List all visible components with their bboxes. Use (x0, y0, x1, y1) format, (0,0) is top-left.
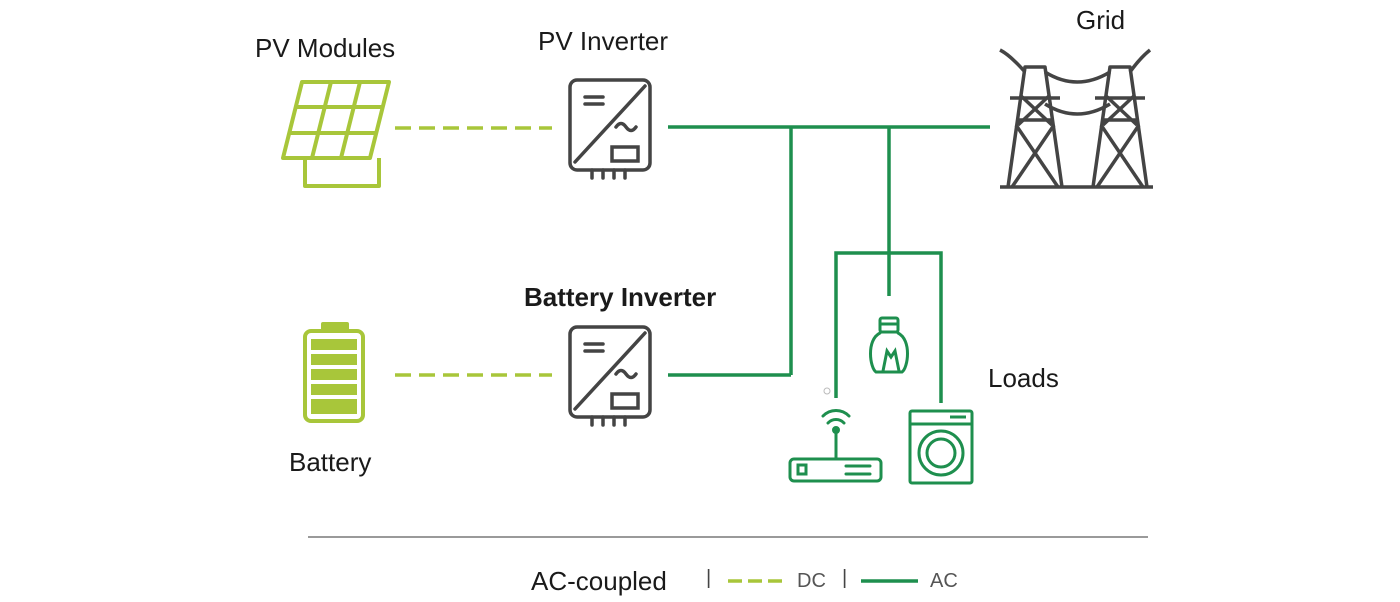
legend-dc-label: DC (797, 570, 826, 592)
washing-machine-icon (908, 409, 974, 485)
junction-dot (823, 387, 831, 395)
legend-ac-label: AC (930, 570, 958, 592)
label-grid: Grid (1076, 5, 1126, 35)
battery-icon (303, 322, 365, 423)
battery-inverter-icon (568, 325, 652, 427)
label-pv-inverter: PV Inverter (538, 26, 669, 56)
label-battery: Battery (289, 447, 372, 477)
transmission-tower-icon (999, 48, 1153, 189)
label-pv-modules: PV Modules (255, 33, 396, 63)
light-bulb-icon (869, 316, 909, 374)
ac-wiring (668, 125, 990, 403)
legend-title: AC-coupled (531, 566, 667, 596)
label-battery-inverter: Battery Inverter (524, 282, 717, 312)
legend-separator-1: | (706, 567, 712, 589)
router-icon (788, 409, 883, 483)
solar-panel-icon (281, 80, 391, 188)
label-loads: Loads (988, 363, 1059, 393)
pv-inverter-icon (568, 78, 652, 180)
legend: AC-coupled | DC | AC (0, 562, 1400, 602)
legend-separator-2: | (842, 567, 848, 589)
